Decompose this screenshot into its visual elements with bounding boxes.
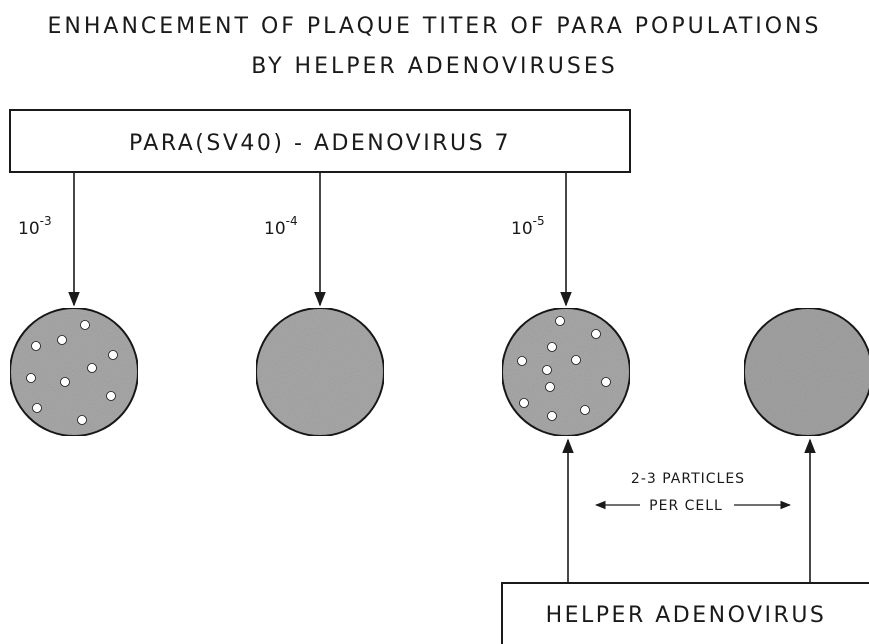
plaque	[27, 374, 36, 383]
plaque	[81, 321, 90, 330]
top-box-label: PARA(SV40) - ADENOVIRUS 7	[129, 131, 511, 156]
bottom-box-label: HELPER ADENOVIRUS	[546, 603, 827, 628]
plaque	[546, 383, 555, 392]
plaque	[581, 406, 590, 415]
plaque	[107, 392, 116, 401]
plaque	[32, 342, 41, 351]
plaque	[520, 399, 529, 408]
top-box: PARA(SV40) - ADENOVIRUS 7	[10, 110, 630, 172]
plate-1	[10, 308, 138, 436]
plaque	[592, 330, 601, 339]
plaque	[109, 351, 118, 360]
plaque	[518, 357, 527, 366]
plaque	[58, 336, 67, 345]
plaque	[33, 404, 42, 413]
plaque	[556, 317, 565, 326]
dilution-1-base: 10	[18, 219, 40, 239]
plaque	[548, 343, 557, 352]
plate-4	[744, 308, 869, 436]
dilution-label-3: 10-5	[511, 214, 545, 239]
plaque	[572, 356, 581, 365]
plaque	[78, 416, 87, 425]
dilution-3-base: 10	[511, 219, 533, 239]
plate-2	[256, 308, 384, 436]
dilution-label-2: 10-4	[264, 214, 298, 239]
plaque	[61, 378, 70, 387]
dilution-3-exponent: -5	[533, 214, 545, 228]
plate-3	[502, 308, 630, 436]
plaque	[548, 412, 557, 421]
dilution-label-1: 10-3	[18, 214, 52, 239]
helper-note-line-1: 2-3 PARTICLES	[631, 471, 745, 487]
plaque	[602, 378, 611, 387]
dilution-2-exponent: -4	[286, 214, 298, 228]
dilution-2-base: 10	[264, 219, 286, 239]
helper-note-line-2: PER CELL	[649, 498, 723, 514]
bottom-box: HELPER ADENOVIRUS	[502, 583, 869, 644]
plaque	[88, 364, 97, 373]
dilution-1-exponent: -3	[40, 214, 52, 228]
plaque	[543, 366, 552, 375]
